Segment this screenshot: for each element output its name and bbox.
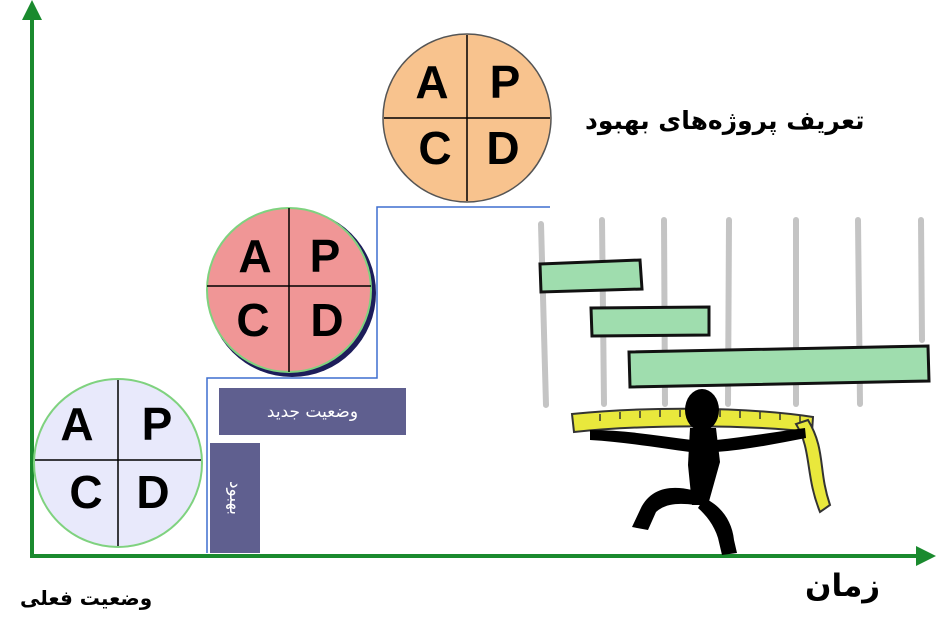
improvement-label: بهبود [225,480,245,516]
gantt-bar [538,258,644,294]
pdca-letter-d: D [310,294,343,346]
pdca-circle-improved [206,207,376,377]
new-state-label: وضعیت جدید [266,401,359,422]
gantt-bar [589,305,711,338]
pdca-letter-c: C [418,122,451,174]
improvement-box: بهبود [210,443,260,553]
pdca-letter-a: A [238,230,271,282]
pdca-letter-p: P [142,398,173,450]
origin-label: وضعیت فعلی [20,586,153,610]
pdca-letter-a: A [415,56,448,108]
pdca-letter-d: D [486,122,519,174]
person-lifting-icon [590,389,806,555]
pdca-letter-p: P [310,230,341,282]
step-line [206,206,550,553]
pdca-letter-p: P [490,56,521,108]
pdca-circle-current [33,378,203,548]
gantt-bars [538,258,931,389]
pdca-letter-a: A [60,398,93,450]
new-state-box: وضعیت جدید [219,388,406,435]
pdca-letter-d: D [136,466,169,518]
x-axis-label: زمان [805,568,881,604]
pdca-letter-c: C [236,294,269,346]
diagram-title: تعریف پروژه‌های بهبود [585,106,865,135]
gantt-bar [627,344,931,389]
pdca-circle-projects [382,33,552,203]
pdca-letter-c: C [69,466,102,518]
